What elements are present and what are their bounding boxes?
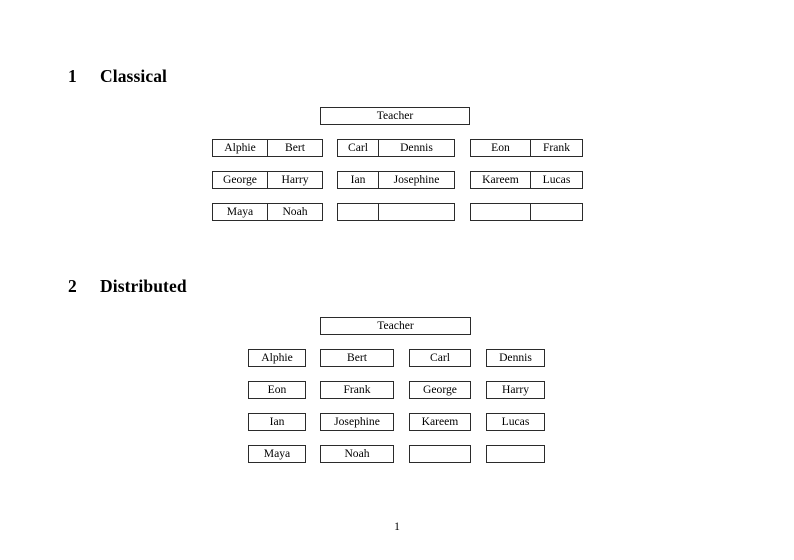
- student-cell: Josephine: [320, 413, 394, 431]
- student-cell: Bert: [320, 349, 394, 367]
- distributed-cell-table: [486, 445, 545, 463]
- student-cell: George: [212, 171, 268, 189]
- teacher-cell: Teacher: [320, 107, 470, 125]
- student-cell: Noah: [267, 203, 323, 221]
- table-row: Dennis: [486, 349, 545, 367]
- section-2-number: 2: [68, 276, 77, 296]
- table-row: Teacher: [320, 317, 471, 335]
- distributed-cell-table: [409, 445, 471, 463]
- classical-group-3-table: [470, 203, 583, 221]
- classical-teacher-table: Teacher: [320, 107, 470, 125]
- table-row: Alphie: [248, 349, 306, 367]
- distributed-cell-table: Noah: [320, 445, 394, 463]
- student-cell: Ian: [337, 171, 379, 189]
- distributed-cell-table: Alphie: [248, 349, 306, 367]
- table-row: Kareem Lucas: [470, 171, 583, 189]
- student-cell: Harry: [486, 381, 545, 399]
- table-row: Eon: [248, 381, 306, 399]
- student-cell: Carl: [409, 349, 471, 367]
- distributed-cell-table: Ian: [248, 413, 306, 431]
- table-row: Maya: [248, 445, 306, 463]
- distributed-cell-table: Eon: [248, 381, 306, 399]
- student-cell: Carl: [337, 139, 379, 157]
- distributed-cell-table: Dennis: [486, 349, 545, 367]
- student-cell: Kareem: [409, 413, 471, 431]
- student-cell: Lucas: [530, 171, 583, 189]
- table-row: Teacher: [320, 107, 470, 125]
- table-row: [337, 203, 455, 221]
- distributed-teacher-table: Teacher: [320, 317, 471, 335]
- student-cell: Bert: [267, 139, 323, 157]
- student-cell: [530, 203, 583, 221]
- table-row: Maya Noah: [212, 203, 323, 221]
- student-cell: [470, 203, 531, 221]
- student-cell: Noah: [320, 445, 394, 463]
- classical-group-3-table: Eon Frank: [470, 139, 583, 157]
- student-cell: Alphie: [212, 139, 268, 157]
- classical-group-2-table: Carl Dennis: [337, 139, 455, 157]
- student-cell: Kareem: [470, 171, 531, 189]
- classical-group-1-table: Alphie Bert: [212, 139, 323, 157]
- distributed-cell-table: Carl: [409, 349, 471, 367]
- classical-group-1-table: Maya Noah: [212, 203, 323, 221]
- table-row: [470, 203, 583, 221]
- table-row: Eon Frank: [470, 139, 583, 157]
- table-row: [409, 445, 471, 463]
- table-row: Harry: [486, 381, 545, 399]
- table-row: Kareem: [409, 413, 471, 431]
- student-cell: Eon: [248, 381, 306, 399]
- student-cell: Frank: [530, 139, 583, 157]
- student-cell: Frank: [320, 381, 394, 399]
- page-number: 1: [394, 520, 400, 533]
- classical-group-2-table: Ian Josephine: [337, 171, 455, 189]
- table-row: Noah: [320, 445, 394, 463]
- student-cell: Josephine: [378, 171, 455, 189]
- student-cell: Maya: [248, 445, 306, 463]
- classical-group-1-table: George Harry: [212, 171, 323, 189]
- student-cell: Harry: [267, 171, 323, 189]
- distributed-cell-table: Maya: [248, 445, 306, 463]
- student-cell: [337, 203, 379, 221]
- distributed-cell-table: Josephine: [320, 413, 394, 431]
- student-cell: Dennis: [486, 349, 545, 367]
- student-cell: [409, 445, 471, 463]
- table-row: [486, 445, 545, 463]
- student-cell: George: [409, 381, 471, 399]
- distributed-cell-table: George: [409, 381, 471, 399]
- section-2-title: Distributed: [100, 276, 187, 296]
- student-cell: Alphie: [248, 349, 306, 367]
- distributed-cell-table: Frank: [320, 381, 394, 399]
- table-row: Josephine: [320, 413, 394, 431]
- table-row: Bert: [320, 349, 394, 367]
- student-cell: Ian: [248, 413, 306, 431]
- table-row: George: [409, 381, 471, 399]
- student-cell: Eon: [470, 139, 531, 157]
- student-cell: Dennis: [378, 139, 455, 157]
- table-row: Carl Dennis: [337, 139, 455, 157]
- distributed-cell-table: Harry: [486, 381, 545, 399]
- table-row: Ian Josephine: [337, 171, 455, 189]
- table-row: Ian: [248, 413, 306, 431]
- student-cell: Lucas: [486, 413, 545, 431]
- table-row: George Harry: [212, 171, 323, 189]
- table-row: Carl: [409, 349, 471, 367]
- section-1-title: Classical: [100, 66, 168, 86]
- student-cell: [378, 203, 455, 221]
- student-cell: [486, 445, 545, 463]
- classical-group-3-table: Kareem Lucas: [470, 171, 583, 189]
- student-cell: Maya: [212, 203, 268, 221]
- classical-group-2-table: [337, 203, 455, 221]
- distributed-cell-table: Lucas: [486, 413, 545, 431]
- distributed-cell-table: Bert: [320, 349, 394, 367]
- distributed-cell-table: Kareem: [409, 413, 471, 431]
- section-1-number: 1: [68, 66, 77, 86]
- table-row: Lucas: [486, 413, 545, 431]
- table-row: Frank: [320, 381, 394, 399]
- table-row: Alphie Bert: [212, 139, 323, 157]
- teacher-cell: Teacher: [320, 317, 471, 335]
